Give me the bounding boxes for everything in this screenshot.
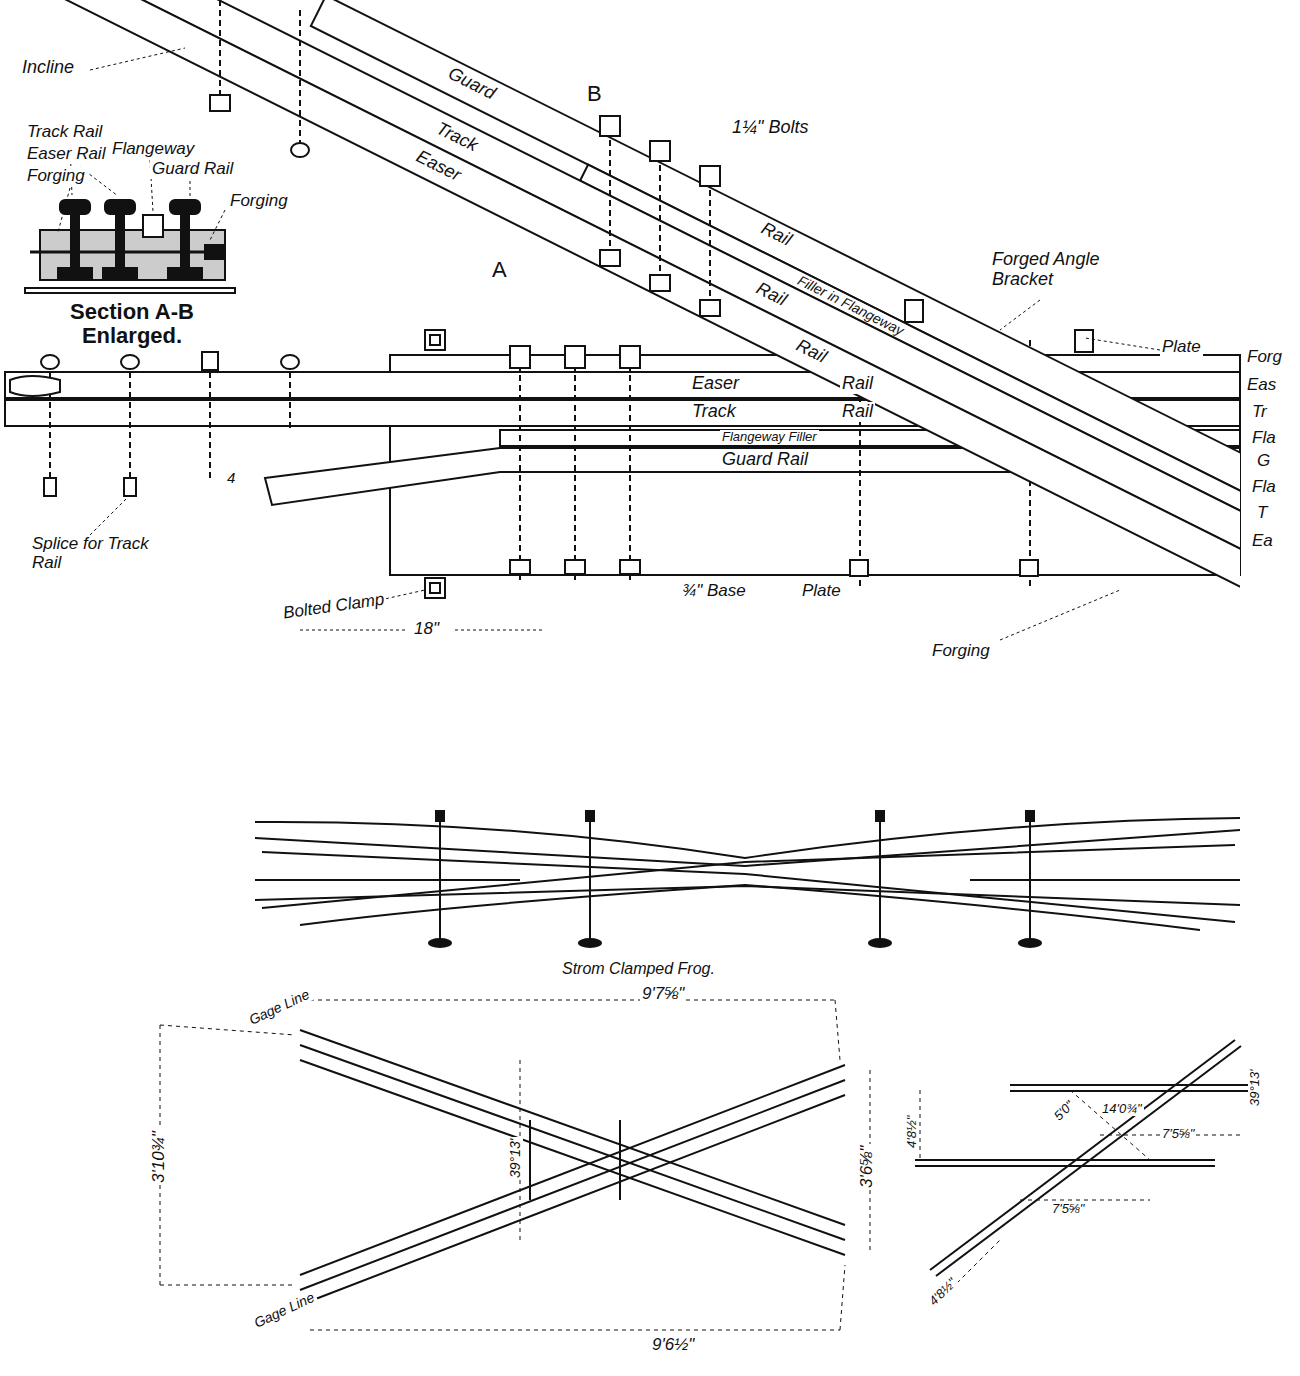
part-label: 3'6⅝"	[858, 1144, 877, 1190]
part-label: 1¼" Bolts	[730, 118, 810, 138]
part-label: ¾" Base	[680, 582, 748, 601]
part-label: Gage Line	[250, 1289, 319, 1332]
part-label: Tr	[1250, 403, 1269, 422]
part-label: T	[1255, 504, 1269, 523]
part-label: Guard Rail	[150, 160, 235, 179]
part-label: 39°13'	[508, 1137, 523, 1180]
part-label: Fla	[1250, 478, 1278, 497]
part-label: Forg	[1245, 348, 1284, 367]
part-label: Rail	[840, 402, 875, 422]
part-label: Fla	[1250, 429, 1278, 448]
part-label: Forging	[930, 642, 992, 661]
part-label: Plate	[1160, 338, 1203, 357]
part-label: 18"	[412, 620, 441, 639]
part-label: Eas	[1245, 376, 1278, 395]
part-label: G	[1255, 452, 1272, 471]
part-label: Plate	[800, 582, 843, 601]
part-label: Bolted Clamp	[280, 590, 388, 623]
part-label: 39°13'	[1248, 1067, 1262, 1108]
part-label: 3'10¾"	[150, 1129, 169, 1185]
part-label: 5'0"	[1050, 1097, 1078, 1125]
part-label: Rail	[840, 374, 875, 394]
part-label: 9'7⅝"	[640, 985, 686, 1004]
part-label: Strom Clamped Frog.	[560, 960, 717, 978]
part-label: 4'8½"	[905, 1114, 919, 1150]
part-label: B	[585, 82, 604, 106]
part-label: 4	[225, 470, 237, 487]
part-label: Easer Rail	[25, 145, 107, 164]
part-label: Incline	[20, 58, 76, 78]
part-label: 9'6½"	[650, 1336, 696, 1355]
part-label: Flangeway	[110, 140, 196, 159]
part-label: 4'8½"	[925, 1274, 961, 1310]
part-label: Track Rail	[25, 123, 104, 142]
part-label: Forged Angle Bracket	[990, 250, 1154, 290]
part-label: Forging	[228, 192, 290, 211]
part-label: Flangeway Filler	[720, 430, 819, 444]
part-label: Splice for Track Rail	[30, 535, 154, 572]
part-label: A	[490, 258, 509, 282]
part-label: 7'5⅝"	[1050, 1202, 1086, 1216]
part-label: Section A-B Enlarged.	[50, 300, 214, 348]
part-label: Easer	[690, 374, 741, 394]
part-label: Guard Rail	[720, 450, 810, 470]
part-label: Ea	[1250, 532, 1275, 551]
part-label: Track	[690, 402, 738, 422]
part-label: Gage Line	[245, 986, 314, 1029]
part-label: Forging	[25, 167, 87, 186]
part-label: 14'0¾"	[1100, 1102, 1144, 1116]
part-label: 7'5⅝"	[1160, 1127, 1196, 1141]
